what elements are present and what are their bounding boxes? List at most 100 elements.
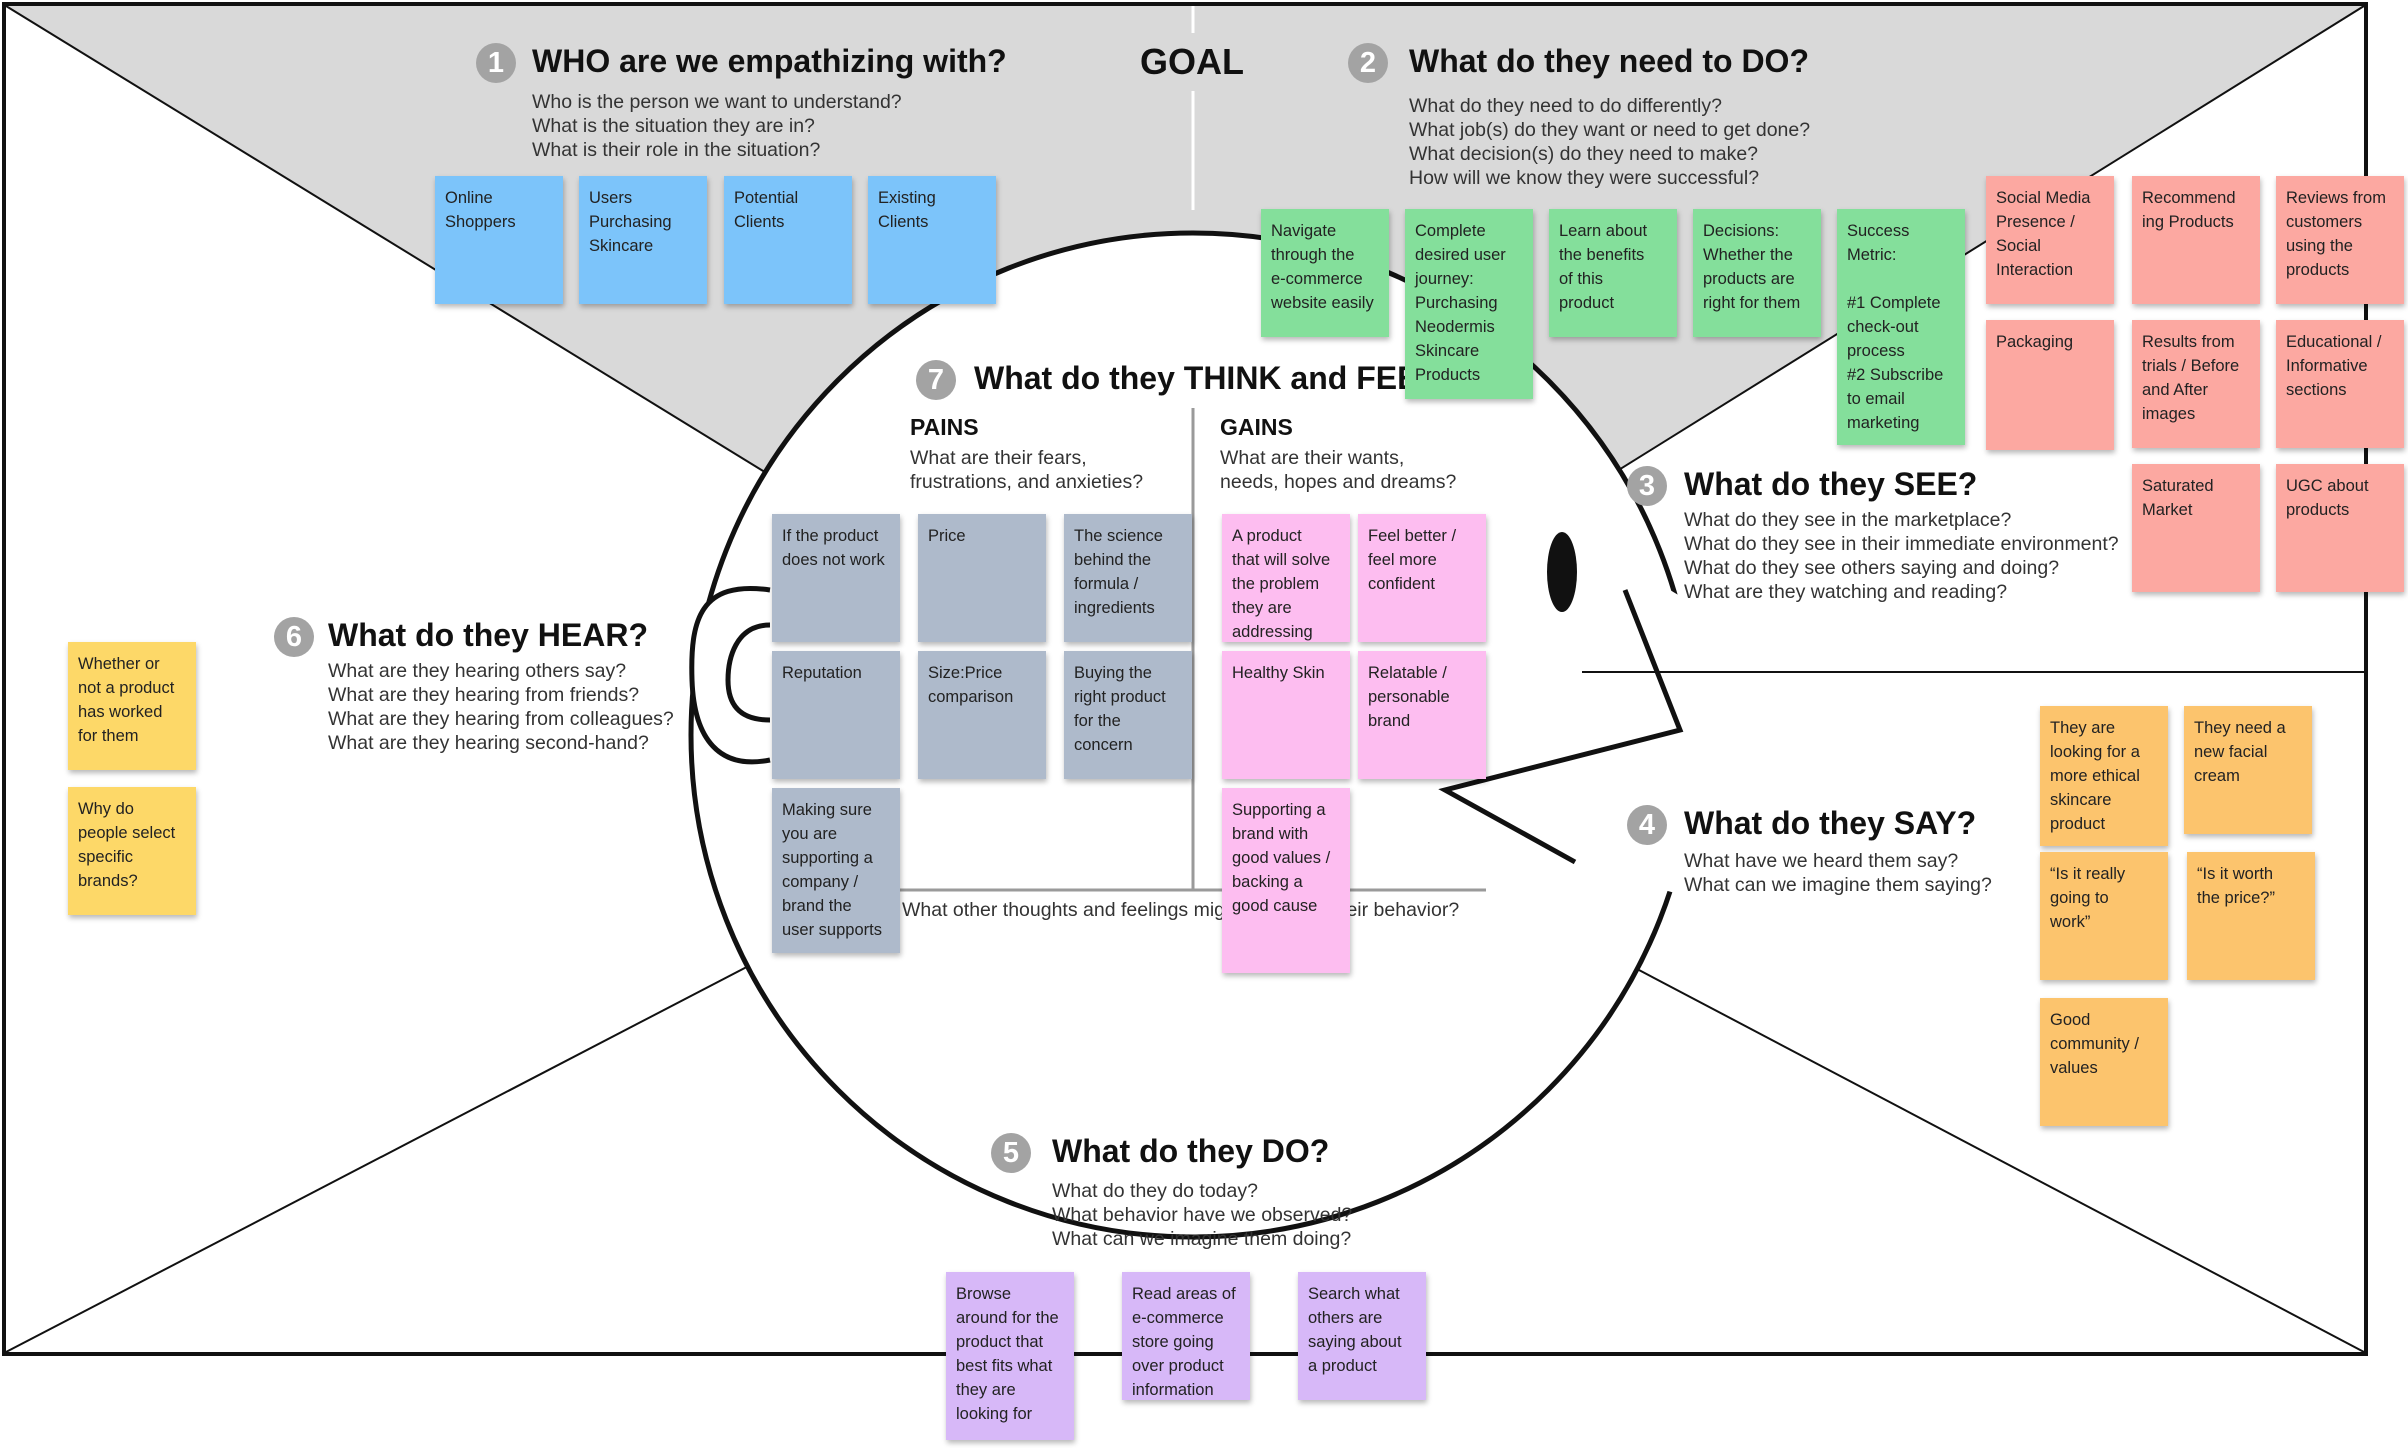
sticky-note-text: information (1132, 1381, 1214, 1399)
sticky-note-text: Reputation (782, 664, 862, 682)
question: What can we imagine them doing? (1052, 1228, 1352, 1250)
sticky-note-text: community / (2050, 1035, 2139, 1053)
section-title-think: What do they THINK and FEEL? (974, 360, 1458, 396)
sticky-note-text: A product (1232, 527, 1302, 545)
sticky-note-text: the price?” (2197, 889, 2275, 907)
sticky-note-text: Packaging (1996, 333, 2074, 351)
sticky-note-text: concern (1074, 736, 1133, 754)
sticky-note-gains[interactable]: Healthy Skin (1222, 651, 1350, 779)
section-number-think: 7 (916, 360, 956, 400)
sticky-note-text: They are (2050, 719, 2116, 737)
sticky-note-text: ing Products (2142, 213, 2234, 231)
sticky-note-text: Presence / (1996, 213, 2075, 231)
sticky-note-text: brand with (1232, 825, 1309, 843)
sticky-note-text: Metric: (1847, 246, 1897, 264)
question: What do they see others saying and doing… (1684, 557, 2060, 579)
sticky-note-text: Healthy Skin (1232, 664, 1325, 682)
section-title-hear: What do they HEAR? (328, 617, 648, 653)
eye (1547, 532, 1577, 612)
sticky-note-text: backing a (1232, 873, 1303, 891)
sticky-note-text: Learn about (1559, 222, 1648, 240)
sticky-note-pains[interactable]: Reputation (772, 651, 900, 779)
section-title-see: What do they SEE? (1684, 466, 1978, 502)
sticky-note-text: Potential (734, 189, 799, 207)
sticky-note-text: Shoppers (445, 213, 516, 231)
sticky-note-text: customers (2286, 213, 2363, 231)
sticky-note-text: using the (2286, 237, 2353, 255)
gains-title: GAINS (1220, 414, 1293, 440)
sticky-note-see[interactable]: Packaging (1986, 320, 2114, 450)
sticky-note-pains[interactable]: Price (918, 514, 1046, 642)
question: What decision(s) do they need to make? (1409, 143, 1759, 165)
sticky-note-text: Clients (878, 213, 929, 231)
sticky-note-text: Price (928, 527, 966, 545)
sticky-note-text: addressing (1232, 623, 1313, 641)
sticky-note-text: they are (956, 1381, 1016, 1399)
sticky-note-text: looking for (956, 1405, 1033, 1423)
sticky-note-say[interactable]: “Is it worth the price?” (2187, 852, 2315, 980)
question: What is the situation they are in? (532, 115, 815, 137)
sticky-note-text: The science (1074, 527, 1163, 545)
question: What are they hearing from colleagues? (328, 708, 674, 730)
question: What are their fears, (910, 447, 1087, 469)
question: What job(s) do they want or need to get … (1409, 119, 1811, 141)
sticky-note-text: “Is it worth (2197, 865, 2274, 883)
sticky-note-text: Market (2142, 501, 2193, 519)
sticky-note-text: not a product (78, 679, 175, 697)
section-number-say: 4 (1627, 805, 1667, 845)
section-number-do: 5 (991, 1133, 1031, 1173)
section-title-do: What do they DO? (1052, 1133, 1330, 1169)
sticky-note-text: website easily (1271, 294, 1374, 312)
section-questions-hear: What are they hearing others say? What a… (328, 659, 674, 755)
sticky-note-text: going to (2050, 889, 2109, 907)
sticky-note-text: Informative (2286, 357, 2368, 375)
sticky-note-text: trials / Before (2142, 357, 2240, 375)
sticky-note-text: feel more (1368, 551, 1437, 569)
section-questions-need: What do they need to do differently? Wha… (1409, 94, 1810, 190)
sticky-note-text: Buying the (1074, 664, 1152, 682)
sticky-note-text: product (1559, 294, 1615, 312)
sticky-note-text: desired user (1415, 246, 1506, 264)
question: What can we imagine them saying? (1684, 874, 1992, 896)
sticky-note-text: company / (782, 873, 859, 891)
sticky-note-text: brand the (782, 897, 852, 915)
question: What do they see in their immediate envi… (1684, 533, 2119, 555)
sticky-note-text: they are (1232, 599, 1292, 617)
sticky-note-text: Browse (956, 1285, 1012, 1303)
question: needs, hopes and dreams? (1220, 471, 1457, 493)
